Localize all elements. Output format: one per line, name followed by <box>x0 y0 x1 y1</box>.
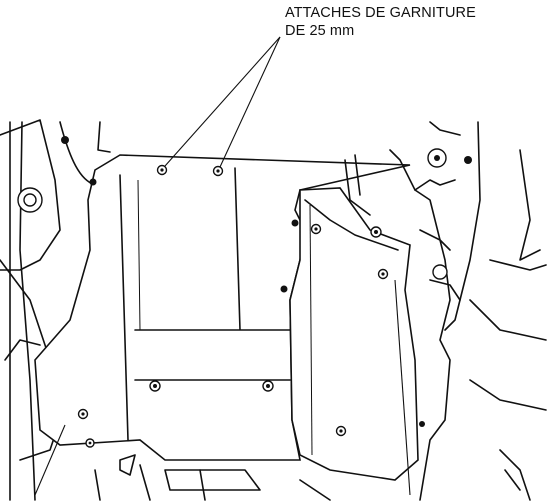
trim-clip <box>212 165 224 177</box>
left-bolt <box>61 136 69 144</box>
trim-clip <box>77 408 89 420</box>
leader-line-right <box>219 36 281 168</box>
trim-clip <box>335 425 347 437</box>
right-bolt-lower <box>432 264 448 280</box>
callout-leaders <box>34 36 411 496</box>
bottom-bracket <box>94 449 531 501</box>
right-bolt-center <box>434 155 440 161</box>
trim-clip <box>370 226 382 238</box>
trim-clip <box>156 164 168 176</box>
leader-line-bottom-left <box>34 424 66 496</box>
left-grommet-inner <box>23 193 37 207</box>
trim-clip <box>377 268 389 280</box>
trim-clips <box>77 164 389 448</box>
right-structure <box>344 148 472 501</box>
outer-body-contours <box>9 121 547 501</box>
callout-line-1: ATTACHES DE GARNITURE <box>285 5 476 21</box>
trim-clip-callout: ATTACHES DE GARNITURE DE 25 mm <box>285 4 476 40</box>
trim-clip <box>149 380 161 392</box>
callout-line-2: DE 25 mm <box>285 23 355 39</box>
trim-clip <box>310 223 322 235</box>
leader-line-left <box>164 36 281 167</box>
right-bolt-small <box>464 156 472 164</box>
floor-recess <box>119 167 291 441</box>
leader-line-bottom-right <box>394 279 411 496</box>
trim-clip <box>262 380 274 392</box>
trim-clip <box>85 438 95 448</box>
left-pillar <box>0 119 69 461</box>
